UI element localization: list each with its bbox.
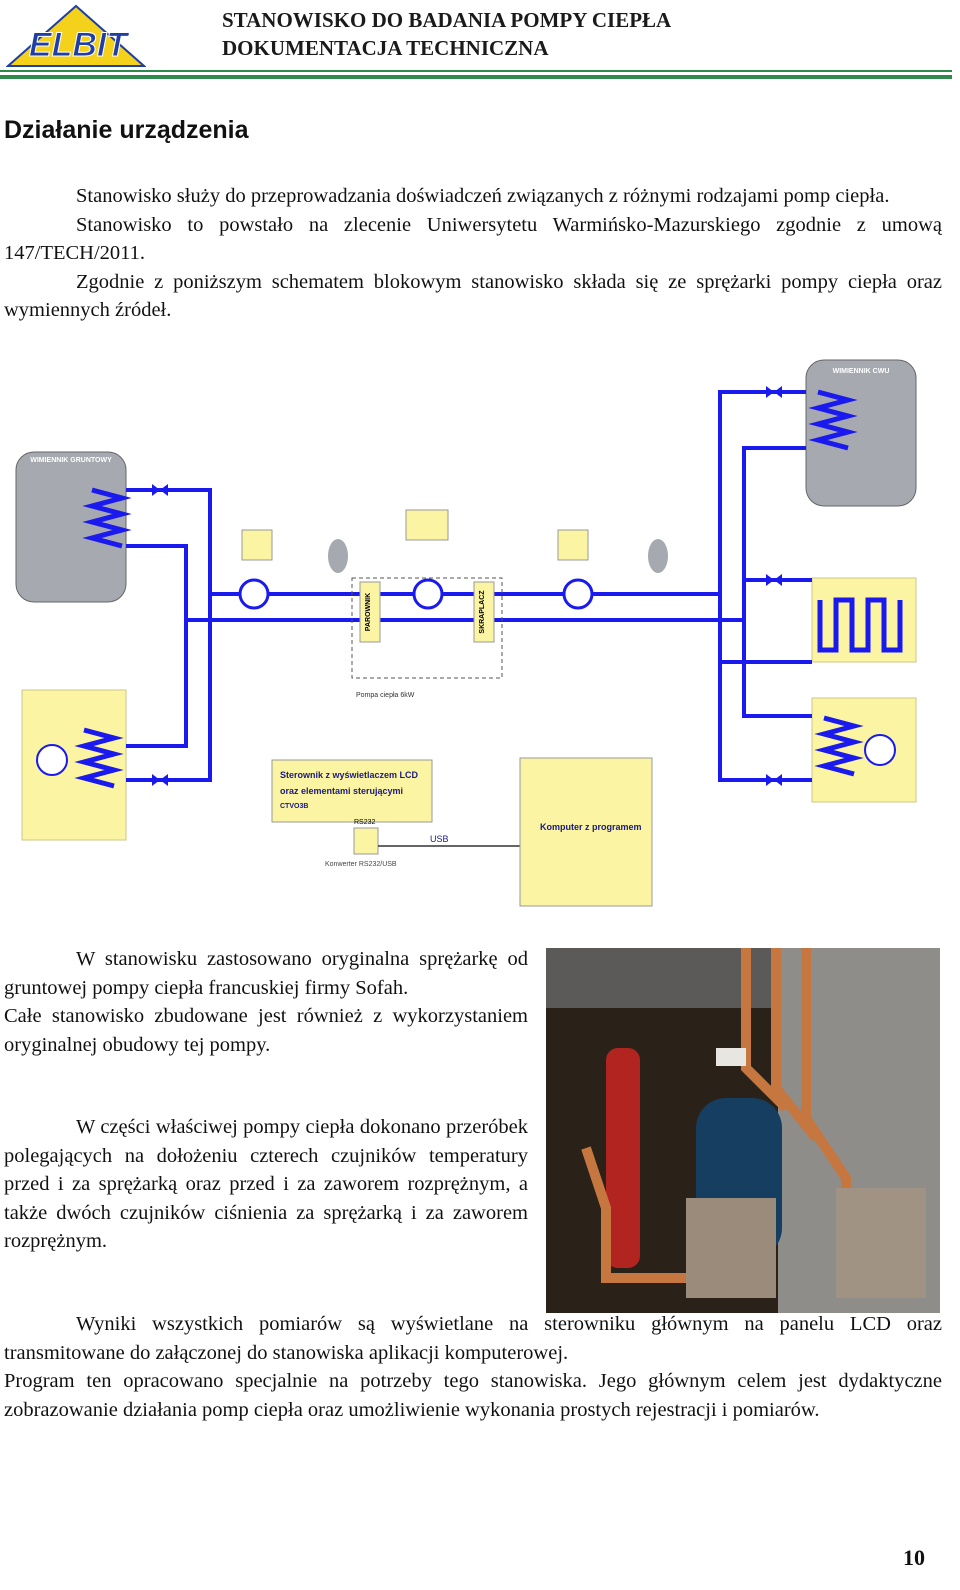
intro-paragraph-1: Stanowisko służy do przeprowadzania dośw… (76, 185, 890, 207)
pipe-network (126, 390, 812, 782)
rs232-label: RS232 (354, 819, 376, 826)
fan-left-icon (36, 744, 68, 776)
evaporator-label: PAROWNIK (365, 593, 372, 631)
valve-icons (152, 386, 782, 786)
fan-coil-right-coil (814, 715, 864, 777)
compressor-paragraph-2: Całe stanowisko zbudowane jest również z… (4, 1005, 528, 1056)
intro-paragraph-2: Stanowisko to powstało na zlecenie Uniwe… (4, 213, 942, 265)
computer-label: Komputer z programem (540, 822, 642, 832)
modifications-paragraph: W części właściwej pompy ciepła dokonano… (4, 1116, 528, 1252)
header-rule-thick (0, 75, 952, 79)
expansion-vessel-left (328, 539, 348, 573)
converter-label: Konwerter RS232/USB (325, 861, 397, 868)
pump-center-icon (412, 578, 444, 610)
intro-paragraph-3: Zgodnie z poniższym schematem blokowym s… (4, 270, 942, 322)
pump-right-icon (562, 578, 594, 610)
program-paragraph: Program ten opracowano specjalnie na pot… (4, 1370, 942, 1421)
condenser-label: SKRAPLACZ (479, 590, 486, 634)
controller-box (271, 759, 433, 823)
compressor-paragraph-1: W stanowisku zastosowano oryginalna sprę… (4, 948, 528, 999)
ground-exchanger-coil (82, 487, 132, 549)
sensor-box-center (405, 509, 449, 541)
pump-left-icon (238, 578, 270, 610)
intro-text: Stanowisko służy do przeprowadzania dośw… (4, 182, 942, 325)
fan-coil-left-coil (74, 727, 124, 789)
block-diagram: WIMIENNIK GRUNTOWY WIMIENNIK CWU PAROWNI… (15, 359, 917, 907)
results-paragraph: Wyniki wszystkich pomiarów są wyświetlan… (4, 1313, 942, 1364)
evaporator-block (359, 581, 381, 643)
document-header: STANOWISKO DO BADANIA POMPY CIEPŁA DOKUM… (222, 6, 671, 62)
elbit-logo: ELBIT (6, 4, 146, 67)
cwu-exchanger-label: WIMIENNIK CWU (833, 368, 890, 375)
heat-pump-boundary (351, 577, 503, 679)
heat-pump-label: Pompa ciepła 6kW (356, 692, 415, 699)
section-title: Działanie urządzenia (4, 116, 249, 144)
expansion-vessel-right (648, 539, 668, 573)
cwu-exchanger-tank (805, 359, 917, 507)
header-title-line2: DOKUMENTACJA TECHNICZNA (222, 36, 549, 60)
header-title-line1: STANOWISKO DO BADANIA POMPY CIEPŁA (222, 8, 672, 32)
ground-exchanger-label: WIMIENNIK GRUNTOWY (30, 457, 112, 464)
sensor-box-left (241, 529, 273, 561)
floor-heating-coil (817, 597, 903, 653)
modifications-text: W części właściwej pompy ciepła dokonano… (4, 1113, 528, 1256)
header-rule-thin (0, 70, 952, 72)
compressor-photo (546, 948, 940, 1313)
controller-line2: oraz elementami sterującymi (280, 786, 403, 796)
sensor-box-right (557, 529, 589, 561)
usb-label: USB (430, 834, 449, 844)
compressor-text: W stanowisku zastosowano oryginalna sprę… (4, 945, 528, 1059)
condenser-block (473, 581, 495, 643)
cwu-exchanger-coil (808, 389, 858, 451)
controller-line3: CTVO3B (280, 803, 308, 810)
fan-right-icon (864, 734, 896, 766)
results-text: Wyniki wszystkich pomiarów są wyświetlan… (4, 1310, 942, 1424)
converter-box (353, 827, 379, 855)
logo-text: ELBIT (29, 26, 130, 64)
computer-box (519, 757, 653, 907)
page-number: 10 (903, 1545, 925, 1570)
controller-line1: Sterownik z wyświetlaczem LCD (280, 770, 419, 780)
